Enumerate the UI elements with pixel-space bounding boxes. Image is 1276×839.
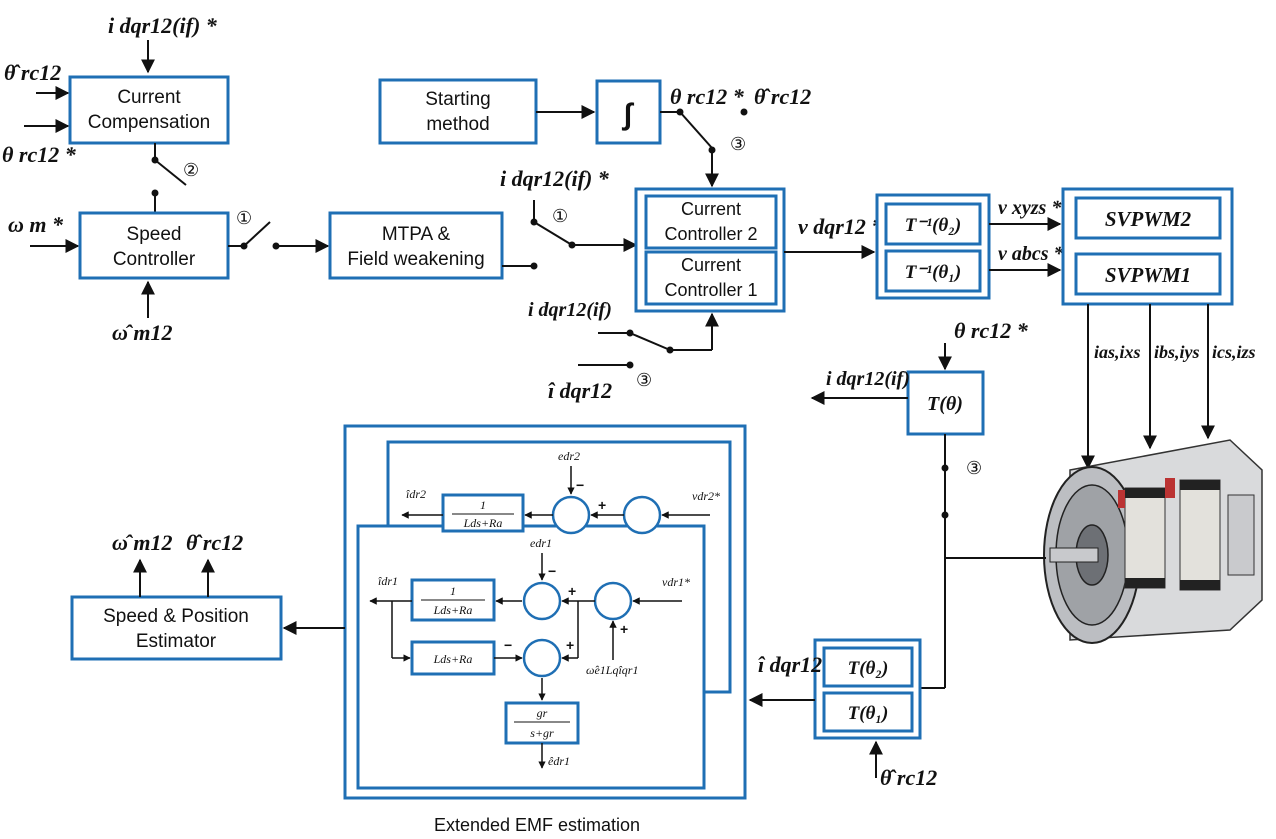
ch1-tf-num: 1 <box>450 584 456 598</box>
svpwm2-block <box>1074 196 1222 240</box>
label-idqr12-if-star-mid: i dqr12(if) * <box>500 166 610 191</box>
ch1-minus-sign-2: − <box>504 637 512 653</box>
svpwm1-text: SVPWM1 <box>1105 263 1191 287</box>
svpwm1-block <box>1074 252 1222 296</box>
label-v-dr1-star: vdr1* <box>662 575 690 589</box>
switch-3c-mark: ③ <box>966 458 982 478</box>
transform-1-text: T(θ₁) <box>848 703 889 724</box>
current-controller-2-block <box>644 194 778 250</box>
starting-method-line2: method <box>426 114 489 135</box>
label-v-dr2-star: vdr2* <box>692 489 720 503</box>
speed-position-estimator-line2: Estimator <box>136 631 217 652</box>
label-omega-m-star: ω m * <box>8 212 64 237</box>
speed-controller-line1: Speed <box>127 224 182 245</box>
current-controller-2-line1: Current <box>681 199 741 219</box>
ch1-plus-sign-1: + <box>568 583 576 599</box>
switch-1a-mark: ① <box>236 208 252 228</box>
label-theta-hat-rc12-left: θ̂ rc12 <box>4 60 61 85</box>
transform-theta-block <box>906 370 985 436</box>
ch1-filter-block <box>504 701 580 745</box>
ch2-tf-den: Lds+Ra <box>463 516 503 530</box>
ch1-plus-sign-3: + <box>566 637 574 653</box>
ch1-impedance-text: Lds+Ra <box>433 652 473 666</box>
current-compensation-line2: Compensation <box>88 112 211 133</box>
label-theta-rc12-star-top: θ rc12 * <box>670 84 745 109</box>
current-compensation-block <box>68 75 230 145</box>
label-theta-hat-rc12-top: θ̂ rc12 <box>754 84 811 109</box>
mtpa-line1: MTPA & <box>382 224 451 245</box>
label-omega-hat-m12-out: ω̂ m12 <box>112 530 173 555</box>
label-idqr12-if-star-top: i dqr12(if) * <box>108 13 218 38</box>
switch-1b-mark: ① <box>552 206 568 226</box>
label-e-dr2: edr2 <box>558 449 580 463</box>
ch2-minus-sign: − <box>576 477 584 493</box>
speed-position-estimator-line1: Speed & Position <box>103 606 249 627</box>
emf-estimation-frame <box>343 424 747 800</box>
label-v-abcs-star: v abcs * <box>998 243 1065 265</box>
label-v-xyzs-star: v xyzs * <box>998 197 1062 219</box>
label-theta-hat-rc12-bottom: θ̂ rc12 <box>880 765 937 790</box>
starting-method-line1: Starting <box>425 89 490 110</box>
label-i-a: ias,ixs <box>1094 342 1141 362</box>
inverse-transform-2-block <box>884 202 982 246</box>
current-compensation-line1: Current <box>117 87 181 108</box>
current-controller-1-line1: Current <box>681 255 741 275</box>
label-omega-term: ω̂e1Lqîqr1 <box>586 663 638 677</box>
transform-2-block <box>822 646 914 688</box>
ch2-transfer-block <box>441 493 525 533</box>
ch1-sum-3 <box>522 638 562 678</box>
ch2-tf-num: 1 <box>480 498 486 512</box>
ch1-filter-num: gr <box>537 706 548 720</box>
speed-controller-line2: Controller <box>113 249 196 270</box>
ch2-sum-2 <box>622 495 662 535</box>
ch2-sum-1 <box>551 495 591 535</box>
ch1-sum-2 <box>593 581 633 621</box>
switch-3a-mark: ③ <box>730 134 746 154</box>
inverse-transform-1-text: T⁻¹(θ₁) <box>905 262 961 283</box>
motor-illustration <box>1043 439 1263 644</box>
label-omega-hat-m12-bottom: ω̂ m12 <box>112 320 173 345</box>
label-i-hat-dr2: îdr2 <box>406 487 426 501</box>
speed-position-estimator-block <box>70 595 283 661</box>
switch-3b-mark: ③ <box>636 370 652 390</box>
svpwm2-text: SVPWM2 <box>1105 207 1192 231</box>
label-idqr12-if-mid: i dqr12(if) <box>528 299 612 321</box>
label-theta-rc12-star-T: θ rc12 * <box>954 318 1029 343</box>
speed-controller-block <box>78 211 230 280</box>
mtpa-line2: Field weakening <box>347 249 484 270</box>
ch2-plus-sign: + <box>598 497 606 513</box>
transform-theta-text: T(θ) <box>927 393 963 415</box>
ch1-tf-den: Lds+Ra <box>433 603 473 617</box>
mtpa-block <box>328 211 504 280</box>
current-controller-1-line2: Controller 1 <box>664 280 757 300</box>
label-i-c: ics,izs <box>1212 342 1256 362</box>
ch1-sum-1 <box>522 581 562 621</box>
switch-2-mark: ② <box>183 160 199 180</box>
transform-2-text: T(θ₂) <box>848 658 889 679</box>
inverse-transform-2-text: T⁻¹(θ₂) <box>905 215 961 236</box>
integrator-symbol: ∫ <box>622 98 635 131</box>
label-idqr12-if-out: i dqr12(if) <box>826 368 910 390</box>
label-theta-hat-rc12-out: θ̂ rc12 <box>186 530 243 555</box>
starting-method-block <box>378 78 538 145</box>
inverse-transform-1-block <box>884 249 982 293</box>
label-i-hat-dqr12-out: î dqr12 <box>758 652 822 677</box>
transform-1-block <box>822 691 914 733</box>
label-i-hat-dr1: îdr1 <box>378 574 398 588</box>
label-e-hat-dr1: êdr1 <box>548 754 570 768</box>
current-controller-2-line2: Controller 2 <box>664 224 757 244</box>
emf-caption: Extended EMF estimation <box>434 815 640 835</box>
ch1-minus-sign-top: − <box>548 563 556 579</box>
ch1-filter-den: s+gr <box>530 726 554 740</box>
current-controller-1-block <box>644 250 778 306</box>
ch1-plus-sign-2: + <box>620 621 628 637</box>
label-e-dr1: edr1 <box>530 536 552 550</box>
label-v-dqr12-star: v dqr12 * <box>798 214 883 239</box>
label-i-b: ibs,iys <box>1154 342 1200 362</box>
label-i-hat-dqr12-mid: î dqr12 <box>548 378 612 403</box>
label-theta-rc12-star-left: θ rc12 * <box>2 142 77 167</box>
